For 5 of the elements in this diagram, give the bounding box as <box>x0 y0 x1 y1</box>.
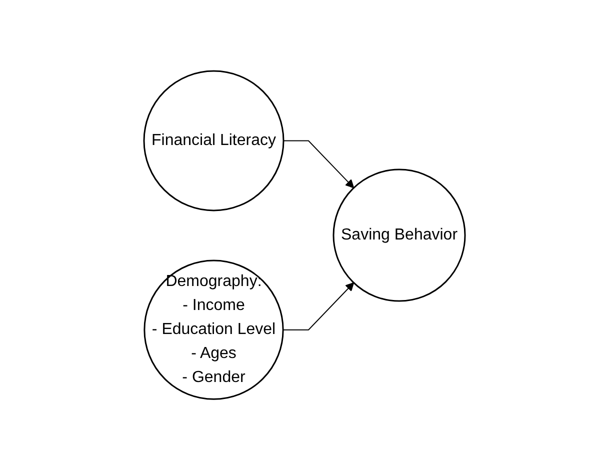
node-circle: Saving Behavior <box>333 168 466 302</box>
node-circle: Financial Literacy <box>144 70 285 212</box>
arrow <box>283 140 355 188</box>
arrow <box>283 282 355 330</box>
node-circle: Demography: - Income - Education Level - Ages - Gender <box>144 260 284 400</box>
